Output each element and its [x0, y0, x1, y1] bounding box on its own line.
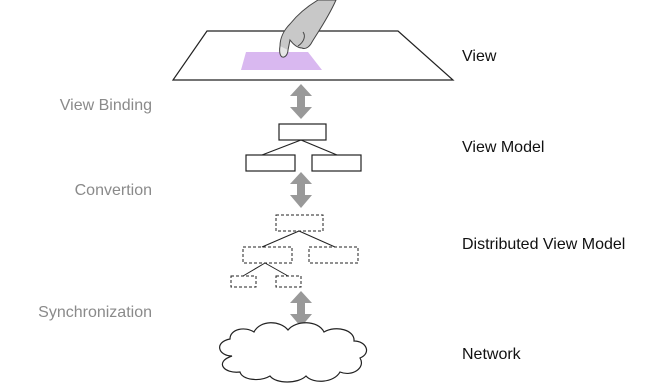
- view-model-child-node: [311, 154, 362, 172]
- network-label: Network: [462, 346, 522, 363]
- dvm-root-node: [275, 214, 324, 232]
- touch-highlight: [241, 52, 322, 70]
- dvm-child-node: [308, 246, 359, 264]
- dvm-child-node: [242, 246, 293, 264]
- view-binding-arrow: [290, 84, 312, 119]
- view-screen: [171, 30, 455, 81]
- dvm-leaf-node: [275, 275, 302, 288]
- cloud-icon: [219, 322, 368, 383]
- view-model-root-node: [278, 123, 327, 141]
- view-label: View: [462, 48, 497, 65]
- convertion-label: Convertion: [75, 182, 152, 199]
- distributed-view-model-label: Distributed View Model: [462, 236, 625, 253]
- convertion-arrow: [290, 172, 312, 208]
- distributed-view-model-edges: [242, 230, 336, 277]
- view-model-label: View Model: [462, 139, 544, 156]
- synchronization-label: Synchronization: [38, 304, 152, 321]
- distributed-view-model-tree: [230, 214, 359, 288]
- view-model-tree: [245, 123, 362, 172]
- view-model-child-node: [245, 154, 296, 172]
- dvm-leaf-node: [230, 275, 257, 288]
- pointing-hand-icon: [279, 0, 337, 58]
- view-binding-label: View Binding: [60, 97, 152, 114]
- synchronization-arrow: [290, 291, 312, 327]
